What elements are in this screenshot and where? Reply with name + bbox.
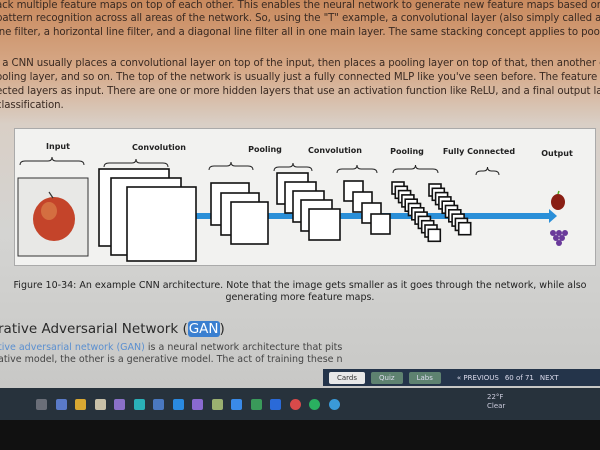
text-line: ack multiple feature maps on top of each…: [0, 0, 600, 11]
taskbar-app-icon[interactable]: [75, 399, 86, 410]
taskbar-app-icon[interactable]: [114, 399, 125, 410]
apple-image: [33, 197, 75, 241]
taskbar-app-icon[interactable]: [36, 399, 47, 410]
taskbar-app-icon[interactable]: [133, 399, 145, 410]
label-convolution-2: Convolution: [308, 146, 362, 155]
brace: [208, 161, 254, 171]
text-line: ected layers as input. There are one or …: [0, 86, 600, 97]
label-pooling-1: Pooling: [248, 145, 282, 154]
section-heading: rative Adversarial Network (GAN): [0, 321, 225, 337]
brace: [336, 164, 378, 174]
figure-caption-line1: Figure 10-34: An example CNN architectur…: [13, 280, 587, 291]
figure-caption-line2: generating more feature maps.: [225, 292, 375, 303]
pooled-map: [370, 213, 391, 235]
brace: [475, 166, 500, 176]
page-indicator: 60 of 71: [504, 373, 534, 382]
pooled-map: [230, 201, 269, 245]
next-button[interactable]: NEXT: [539, 373, 559, 382]
body-line: ative model, the other is a generative m…: [0, 354, 343, 365]
brace: [273, 162, 313, 172]
feature-map: [308, 208, 341, 241]
label-input: Input: [46, 142, 70, 151]
brace: [392, 164, 439, 174]
brace: [103, 158, 169, 168]
taskbar-app-icon[interactable]: [231, 399, 242, 410]
taskbar-app-icon[interactable]: [55, 399, 67, 410]
taskbar-app-icon[interactable]: [192, 399, 203, 410]
taskbar-app-icon[interactable]: [211, 399, 223, 410]
label-convolution-1: Convolution: [132, 143, 186, 152]
fc-neuron: [427, 228, 442, 243]
taskbar-app-icon[interactable]: [250, 399, 262, 410]
apple-output-icon: [551, 190, 565, 210]
taskbar-app-icon[interactable]: [153, 399, 164, 410]
taskbar-app-icon[interactable]: [328, 399, 340, 410]
body-line: tive adversarial network (GAN) is a neur…: [0, 342, 343, 353]
document-page: ack multiple feature maps on top of each…: [0, 0, 600, 388]
cards-button[interactable]: Cards: [329, 371, 366, 384]
arrow-head: [549, 209, 557, 223]
label-output: Output: [541, 149, 573, 158]
text-line: ooling layer, and so on. The top of the …: [0, 72, 600, 83]
label-fully-connected: Fully Connected: [443, 147, 515, 156]
feature-map: [126, 186, 197, 262]
quiz-button[interactable]: Quiz: [371, 371, 403, 384]
taskbar-app-icon[interactable]: [289, 399, 301, 410]
previous-button[interactable]: « PREVIOUS: [456, 373, 499, 382]
gan-link[interactable]: tive adversarial network (GAN): [0, 342, 145, 353]
text-line: classification.: [0, 100, 64, 111]
grapes-output-icon: [550, 230, 568, 246]
taskbar-app-icon[interactable]: [94, 399, 106, 410]
labs-button[interactable]: Labs: [408, 371, 441, 384]
text-line: ine filter, a horizontal line filter, an…: [0, 27, 600, 38]
text-line: pattern recognition across all areas of …: [0, 13, 600, 24]
cnn-figure: Input Convolution Pooling Convolution Po…: [14, 128, 596, 266]
brace: [19, 156, 85, 166]
cnn-diagram: Input Convolution Pooling Convolution Po…: [17, 142, 573, 262]
fc-neuron: [457, 221, 472, 236]
text-line: , a CNN usually places a convolutional l…: [0, 58, 600, 69]
highlighted-term: GAN: [187, 321, 220, 337]
label-pooling-2: Pooling: [390, 147, 424, 156]
taskbar-app-icon[interactable]: [309, 399, 320, 410]
bottom-navigation: Cards Quiz Labs « PREVIOUS 60 of 71 NEXT: [323, 369, 600, 386]
taskbar-app-icon[interactable]: [270, 399, 281, 410]
taskbar-app-icon[interactable]: [172, 399, 184, 410]
